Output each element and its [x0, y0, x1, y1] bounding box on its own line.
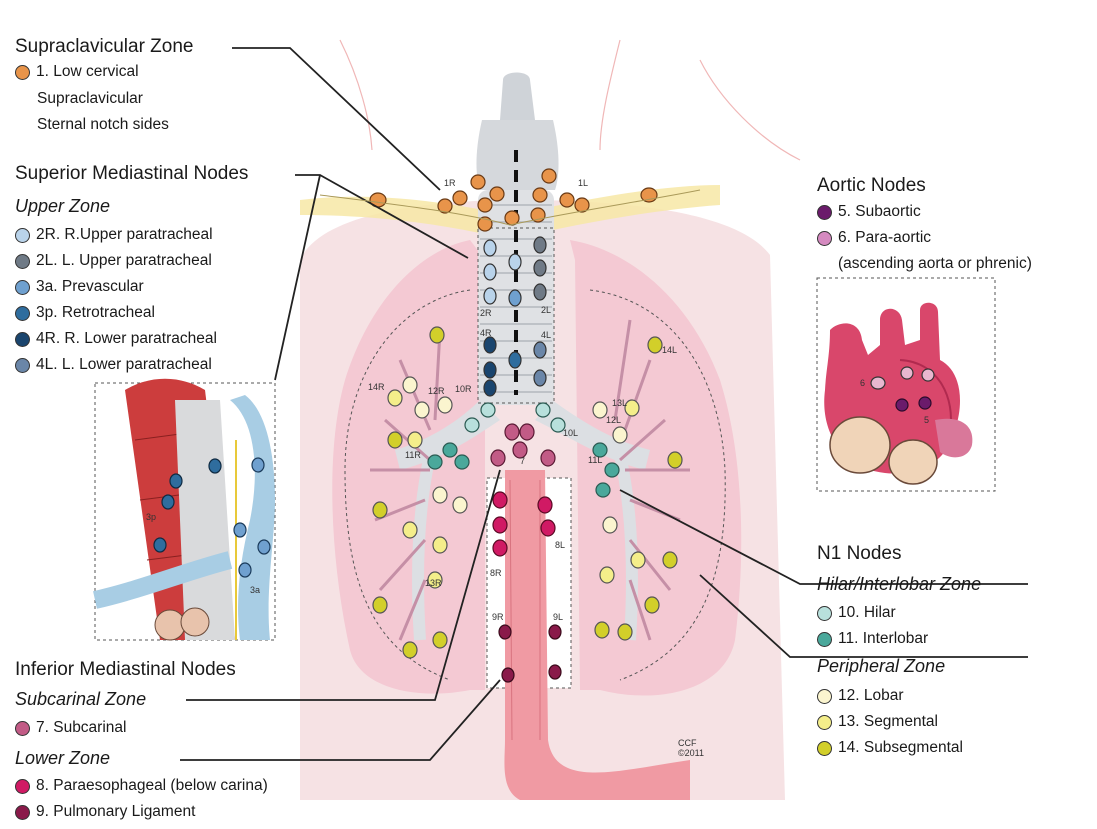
label-1R: 1R [444, 178, 456, 188]
label-8R: 8R [490, 568, 502, 578]
station-7-swatch [15, 721, 30, 736]
peripheral-zone-title: Peripheral Zone [817, 656, 945, 677]
station-10-label: 10. Hilar [838, 604, 896, 622]
label-13L: 13L [612, 398, 627, 408]
label-9L: 9L [553, 612, 563, 622]
station-6-swatch [817, 231, 832, 246]
station-4R-label: 4R. R. Lower paratracheal [36, 330, 217, 348]
label-1L: 1L [578, 178, 588, 188]
station-5-swatch [817, 205, 832, 220]
legend-station-2L: 2L. L. Upper paratracheal [15, 252, 212, 270]
station-7-label: 7. Subcarinal [36, 719, 126, 737]
station-2R-label: 2R. R.Upper paratracheal [36, 226, 213, 244]
label-5: 5 [924, 415, 929, 425]
hilar-interlobar-zone-title: Hilar/Interlobar Zone [817, 574, 981, 595]
label-10R: 10R [455, 384, 472, 394]
superior-mediastinal-title: Superior Mediastinal Nodes [15, 163, 248, 185]
legend-station-12: 12. Lobar [817, 687, 904, 705]
legend-station-2R: 2R. R.Upper paratracheal [15, 226, 213, 244]
station-6-note: (ascending aorta or phrenic) [838, 255, 1032, 273]
station-4R-swatch [15, 332, 30, 347]
label-14R: 14R [368, 382, 385, 392]
station-14-swatch [817, 741, 832, 756]
lower-zone-title: Lower Zone [15, 748, 110, 769]
station-9-label: 9. Pulmonary Ligament [36, 803, 195, 821]
station-8-label: 8. Paraesophageal (below carina) [36, 777, 268, 795]
station-12-label: 12. Lobar [838, 687, 904, 705]
upper-zone-title: Upper Zone [15, 196, 110, 217]
label-11R: 11R [405, 450, 421, 460]
label-4L: 4L [541, 330, 551, 340]
station-3p-label: 3p. Retrotracheal [36, 304, 155, 322]
label-4R: 4R [480, 328, 492, 338]
station-3p-swatch [15, 306, 30, 321]
label-13R: 13R [425, 578, 442, 588]
station-4L-swatch [15, 358, 30, 373]
label-14L: 14L [662, 345, 677, 355]
station-2L-swatch [15, 254, 30, 269]
station-9-swatch [15, 805, 30, 820]
station-13-label: 13. Segmental [838, 713, 938, 731]
label-10L: 10L [563, 428, 578, 438]
label-9R: 9R [492, 612, 504, 622]
legend-station-6: 6. Para-aortic [817, 229, 931, 247]
station-11-label: 11. Interlobar [838, 630, 928, 648]
label-7: 7 [520, 456, 525, 466]
label-12L: 12L [606, 415, 621, 425]
aortic-nodes-title: Aortic Nodes [817, 175, 926, 197]
station-13-swatch [817, 715, 832, 730]
credit-year: ©2011 [678, 748, 704, 758]
label-2L: 2L [541, 305, 551, 315]
station-8-swatch [15, 779, 30, 794]
legend-station-3a: 3a. Prevascular [15, 278, 144, 296]
station-1-swatch [15, 65, 30, 80]
legend-station-8: 8. Paraesophageal (below carina) [15, 777, 268, 795]
label-12R: 12R [428, 386, 445, 396]
legend-station-1: 1. Low cervical [15, 63, 139, 81]
legend-station-4L: 4L. L. Lower paratracheal [15, 356, 212, 374]
label-3a: 3a [250, 585, 260, 595]
station-1-line2: Supraclavicular [37, 90, 143, 108]
station-10-swatch [817, 606, 832, 621]
legend-station-3p: 3p. Retrotracheal [15, 304, 155, 322]
subcarinal-zone-title: Subcarinal Zone [15, 689, 146, 710]
station-5-label: 5. Subaortic [838, 203, 921, 221]
station-4L-label: 4L. L. Lower paratracheal [36, 356, 212, 374]
n1-nodes-title: N1 Nodes [817, 543, 902, 565]
station-3a-swatch [15, 280, 30, 295]
station-14-label: 14. Subsegmental [838, 739, 963, 757]
legend-station-11: 11. Interlobar [817, 630, 928, 648]
label-2R: 2R [480, 308, 492, 318]
station-12-swatch [817, 689, 832, 704]
inferior-mediastinal-title: Inferior Mediastinal Nodes [15, 659, 236, 681]
credit-ccf: CCF [678, 738, 697, 748]
station-2R-swatch [15, 228, 30, 243]
legend-station-9: 9. Pulmonary Ligament [15, 803, 195, 821]
station-6-label: 6. Para-aortic [838, 229, 931, 247]
label-6: 6 [860, 378, 865, 388]
larynx [500, 73, 535, 121]
supraclavicular-title: Supraclavicular Zone [15, 36, 193, 58]
station-2L-label: 2L. L. Upper paratracheal [36, 252, 212, 270]
label-8L: 8L [555, 540, 565, 550]
legend-station-4R: 4R. R. Lower paratracheal [15, 330, 217, 348]
label-3p: 3p [146, 512, 156, 522]
legend-station-13: 13. Segmental [817, 713, 938, 731]
station-1-label: 1. Low cervical [36, 63, 139, 81]
station-3a-label: 3a. Prevascular [36, 278, 144, 296]
legend-station-7: 7. Subcarinal [15, 719, 126, 737]
station-11-swatch [817, 632, 832, 647]
legend-station-10: 10. Hilar [817, 604, 896, 622]
legend-station-5: 5. Subaortic [817, 203, 921, 221]
label-11L: 11L [588, 455, 602, 465]
station-1-line3: Sternal notch sides [37, 116, 169, 134]
legend-station-14: 14. Subsegmental [817, 739, 963, 757]
